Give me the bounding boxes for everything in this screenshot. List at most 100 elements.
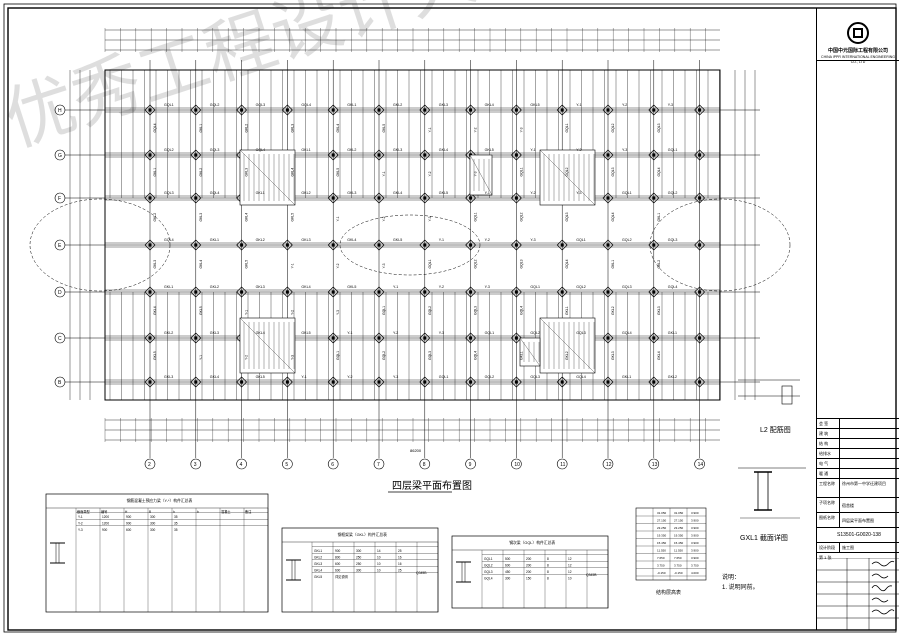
table-steel-frame-beams-cell: 25	[398, 549, 402, 553]
beam-label: Y-1	[439, 238, 444, 242]
beam-label: GKL4	[347, 238, 356, 242]
table-steel-frame-beams-cell: GKL5	[314, 575, 322, 579]
tb-row-label: 电 气	[817, 459, 840, 468]
table-prestressed-beams-cell: 300	[150, 515, 156, 519]
beam-label: GKL1	[164, 285, 173, 289]
grid-bubble-B: B	[54, 376, 66, 388]
svg-text:C: C	[58, 336, 62, 342]
level-cell: 23.250	[657, 526, 667, 530]
beam-label: GKL4	[210, 375, 219, 379]
level-cell: 3.900	[691, 549, 699, 553]
beam-label: GKL4	[393, 191, 402, 195]
beam-label: GQL1	[668, 148, 678, 152]
beam-label: GKL2	[393, 103, 402, 107]
stage-value: 施工图	[842, 545, 854, 550]
beam-label: GQL3	[210, 148, 220, 152]
level-cell: 23.250	[674, 526, 684, 530]
beam-label: GKL3	[256, 285, 265, 289]
beam-label: Y-1	[428, 127, 432, 132]
beam-label: GQL4	[256, 148, 266, 152]
beam-label: GKL1	[347, 103, 356, 107]
grid-bubble-13: 13	[648, 458, 660, 470]
grid-bubble-D: D	[54, 286, 66, 298]
table-steel-secondary-beams-cell: 8	[547, 557, 549, 561]
beam-label: GQL1	[474, 212, 478, 221]
drawing-number: S13501-G0020-138	[837, 531, 881, 538]
beam-label: GQL3	[611, 167, 615, 176]
sheet-label: 第 1 张	[819, 555, 832, 560]
beam-label: GKL5	[382, 124, 386, 133]
table-steel-frame-beams-cell: 10	[377, 562, 381, 566]
table-steel-secondary-beams-cell: 200	[526, 563, 532, 567]
beam-label: Y-2	[336, 263, 340, 268]
beam-label: GQL3	[622, 285, 632, 289]
tb-row-label: 给排水	[817, 449, 840, 458]
signature-grid	[817, 557, 899, 635]
svg-text:2: 2	[148, 462, 151, 468]
level-cell: 19.350	[674, 534, 684, 538]
table-prestressed-beams-cell: 600	[126, 528, 132, 532]
beam-label: Y-2	[428, 171, 432, 176]
l2-title: L2 配筋图	[760, 425, 791, 434]
notes-line-1: 1. 说明同前。	[722, 585, 759, 591]
grid-bubble-8: 8	[419, 458, 431, 470]
beam-label: GQL4	[164, 238, 174, 242]
beam-label: Y-3	[336, 310, 340, 315]
beam-label: Y-2	[439, 285, 444, 289]
table-prestressed-beams-cell: Y-1	[78, 515, 83, 519]
level-cell: 31.050	[657, 511, 667, 515]
gxl1-section: GXL1 截面详图	[738, 467, 806, 542]
beam-label: GQL2	[474, 259, 478, 268]
beam-label: GQL3	[576, 331, 586, 335]
beam-label: GQL4	[576, 375, 586, 379]
level-cell: 7.650	[674, 556, 682, 560]
level-cell: 3.900	[691, 511, 699, 515]
beam-label: GKL5	[290, 213, 294, 222]
beam-label: GKL3	[164, 375, 173, 379]
grid-bubble-E: E	[54, 239, 66, 251]
table-steel-frame-beams-cell: 16	[398, 562, 402, 566]
beam-label: Y-2	[474, 127, 478, 132]
plan-title: 四层梁平面布置图	[392, 479, 472, 492]
beam-label: GQL1	[485, 331, 495, 335]
grid-bubble-C: C	[54, 332, 66, 344]
table-steel-frame-beams-cell: 600	[335, 568, 341, 572]
beam-label: GQL3	[428, 351, 432, 360]
table-floor-levels-title: 结构层高表	[656, 589, 681, 596]
beam-label: GKL3	[347, 191, 356, 195]
level-cell: 11.550	[657, 549, 666, 553]
sign-off-grid: 会 签 建 筑 结 构 给排水 电 气 暖 通 工程名称徐州市第一中学迁建项目 …	[817, 418, 899, 562]
table-steel-secondary-beams-cell: 200	[526, 557, 532, 561]
table-steel-frame-beams-cell: 10	[377, 568, 381, 572]
table-prestressed-beams-cell: 300	[150, 528, 156, 532]
tb-row-label: 会 签	[817, 419, 840, 428]
stair-core	[539, 317, 596, 374]
level-cell: 15.450	[657, 541, 667, 545]
beam-label: GKL4	[256, 331, 265, 335]
level-cell: 7.650	[657, 556, 665, 560]
beam-label: Y-1	[336, 216, 340, 221]
table-steel-secondary-beams-cell: GQL3	[484, 570, 493, 574]
beam-label: GQL1	[576, 238, 586, 242]
table-steel-frame-beams-cell: 900	[335, 549, 341, 553]
project-value: 徐州市第一中学迁建项目	[842, 481, 886, 486]
svg-text:8: 8	[423, 462, 426, 468]
stage-label: 设计阶段	[817, 543, 840, 552]
beam-label: GKL4	[245, 213, 249, 222]
table-steel-secondary-beams-cell: 300	[505, 576, 511, 580]
table-prestressed-beams-header: h	[173, 510, 175, 514]
beam-label: GKL5	[347, 285, 356, 289]
beam-label: GKL5	[393, 238, 402, 242]
table-prestressed-beams-cell: 35	[174, 528, 178, 532]
beam-label: GKL1	[668, 331, 677, 335]
level-cell: 15.450	[674, 541, 684, 545]
table-steel-frame-beams-cell: GKL3	[314, 562, 322, 566]
table-steel-secondary-beams-cell: 8	[547, 576, 549, 580]
beam-label: GKL4	[439, 148, 448, 152]
svg-text:12: 12	[606, 462, 612, 468]
level-cell: 4.000	[691, 571, 699, 575]
table-prestressed-beams-header: B	[149, 510, 151, 514]
